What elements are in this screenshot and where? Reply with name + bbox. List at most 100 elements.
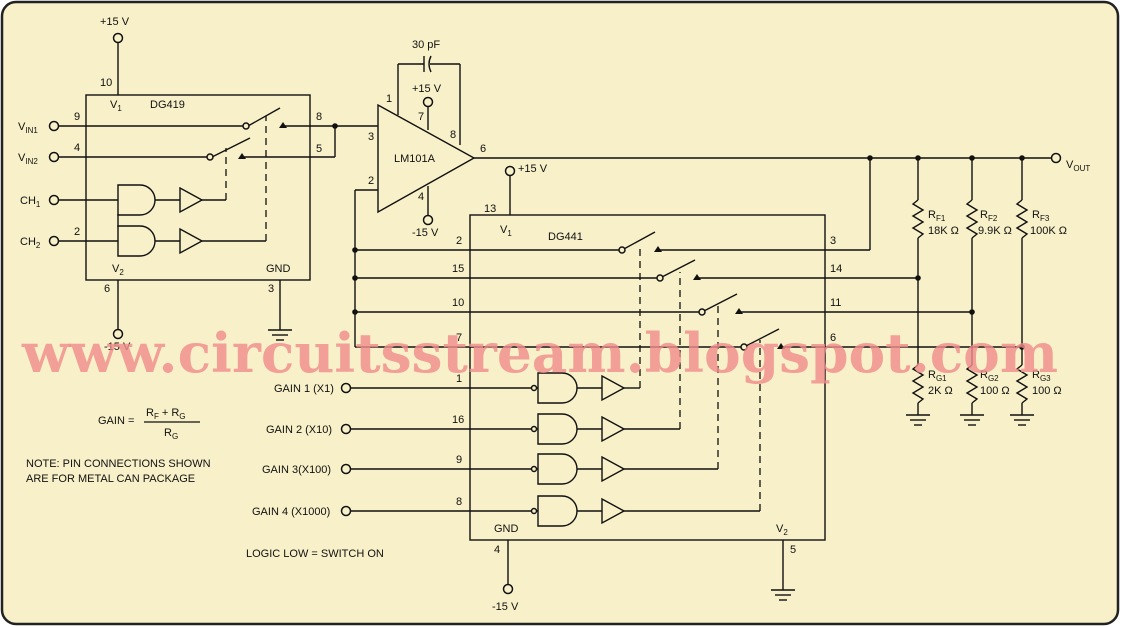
terminal-opamp-vminus bbox=[422, 214, 434, 226]
pin-dg419-2: 2 bbox=[74, 226, 80, 238]
terminal-ch2 bbox=[48, 235, 60, 247]
label-vin2: VIN2 bbox=[18, 152, 38, 166]
label-rf3-val: 100K Ω bbox=[1030, 225, 1067, 237]
pin-op-3: 3 bbox=[368, 131, 374, 143]
pin-dg419-9: 9 bbox=[74, 111, 80, 123]
terminal-gain2 bbox=[340, 423, 352, 435]
pin-op-8: 8 bbox=[450, 129, 456, 141]
dg441-actuators bbox=[639, 245, 761, 511]
terminal-gain3 bbox=[340, 463, 352, 475]
pin-dg441-7: 7 bbox=[456, 332, 462, 344]
label-rg1-val: 2K Ω bbox=[928, 385, 953, 397]
terminal-dg441-vplus bbox=[504, 165, 516, 177]
terminal-vin2 bbox=[48, 151, 60, 163]
label-rg2-val: 100 Ω bbox=[980, 385, 1010, 397]
pin-dg441-6: 6 bbox=[830, 332, 836, 344]
label-dg419-gnd: GND bbox=[266, 263, 291, 275]
label-gain2: GAIN 2 (X10) bbox=[266, 424, 332, 436]
junctions bbox=[238, 122, 1025, 350]
pin-dg441-14: 14 bbox=[830, 263, 842, 275]
label-vminus-left: -15 V bbox=[104, 341, 131, 353]
formula-denominator: RG bbox=[164, 427, 178, 441]
terminal-gain1 bbox=[340, 382, 352, 394]
logic-note: LOGIC LOW = SWITCH ON bbox=[246, 548, 384, 560]
pin-dg441-2: 2 bbox=[456, 235, 462, 247]
pin-dg441-13: 13 bbox=[484, 203, 496, 215]
label-gain3: GAIN 3(X100) bbox=[262, 464, 331, 476]
pin-dg419-8: 8 bbox=[316, 111, 322, 123]
pin-op-1: 1 bbox=[386, 93, 392, 105]
watermark-text: www.circuitsstream.blogspot.com bbox=[21, 321, 1058, 385]
dg419-actuators bbox=[225, 116, 267, 241]
label-rf2-val: 9.9K Ω bbox=[978, 225, 1012, 237]
pin-op-6: 6 bbox=[480, 143, 486, 155]
label-vout: VOUT bbox=[1066, 159, 1090, 173]
lm101a-opamp bbox=[377, 103, 476, 214]
pin-dg441-8: 8 bbox=[456, 496, 462, 508]
terminal-ch1 bbox=[48, 194, 60, 206]
dg441-chip bbox=[469, 214, 826, 541]
pin-dg441-4: 4 bbox=[494, 544, 500, 556]
note-line2: ARE FOR METAL CAN PACKAGE bbox=[26, 473, 195, 485]
pin-dg441-16: 16 bbox=[452, 414, 464, 426]
label-rg3: RG3 bbox=[1032, 369, 1051, 383]
pin-dg441-10: 10 bbox=[452, 297, 464, 309]
pin-dg419-4: 4 bbox=[74, 142, 80, 154]
label-ch1: CH1 bbox=[20, 195, 41, 209]
label-rf1: RF1 bbox=[928, 209, 946, 223]
label-dg419-v2: V2 bbox=[112, 263, 124, 277]
pin-dg441-11: 11 bbox=[830, 297, 841, 309]
label-cap: 30 pF bbox=[412, 39, 440, 51]
label-opamp-vplus: +15 V bbox=[412, 83, 442, 95]
wiring-2 bbox=[335, 55, 1052, 601]
pin-dg419-6: 6 bbox=[104, 283, 110, 295]
pin-dg441-15: 15 bbox=[452, 263, 464, 275]
wiring bbox=[58, 42, 336, 341]
label-dg441-gnd: GND bbox=[494, 523, 519, 535]
terminal-vminus-bottom bbox=[502, 583, 514, 595]
label-rf3: RF3 bbox=[1032, 209, 1050, 223]
terminal-vin1 bbox=[48, 120, 60, 132]
pin-op-7: 7 bbox=[418, 111, 424, 123]
terminal-vplus-top bbox=[112, 32, 124, 44]
formula-numerator: RF+ RG bbox=[146, 407, 186, 421]
label-gain1: GAIN 1 (X1) bbox=[274, 383, 334, 395]
label-dg441-name: DG441 bbox=[548, 231, 583, 243]
label-dg441-v2: V2 bbox=[776, 523, 788, 537]
pin-dg419-5: 5 bbox=[316, 143, 322, 155]
terminals bbox=[48, 32, 1062, 595]
pin-dg441-5: 5 bbox=[790, 544, 796, 556]
label-vplus-top: +15 V bbox=[100, 16, 130, 28]
label-dg441-v1: V1 bbox=[500, 224, 512, 238]
label-rg3-val: 100 Ω bbox=[1032, 385, 1062, 397]
label-vin1: VIN1 bbox=[18, 121, 38, 135]
terminal-vout bbox=[1050, 152, 1062, 164]
label-ch2: CH2 bbox=[20, 236, 41, 250]
label-dg441-vplus: +15 V bbox=[518, 163, 548, 175]
note-line1: NOTE: PIN CONNECTIONS SHOWN bbox=[26, 458, 211, 470]
label-gain4: GAIN 4 (X1000) bbox=[252, 506, 330, 518]
pin-dg441-9: 9 bbox=[456, 454, 462, 466]
label-dg419-v1: V1 bbox=[110, 99, 122, 113]
pin-dg419-3: 3 bbox=[268, 283, 274, 295]
label-opamp-vminus: -15 V bbox=[412, 227, 439, 239]
dg419-chip bbox=[85, 94, 311, 281]
label-vminus-bottom: -15 V bbox=[492, 601, 519, 613]
pin-dg419-10: 10 bbox=[100, 77, 112, 89]
formula-lhs: GAIN = bbox=[98, 415, 134, 427]
label-dg419-name: DG419 bbox=[150, 99, 185, 111]
terminal-opamp-vplus bbox=[422, 96, 434, 108]
pin-dg441-1: 1 bbox=[456, 373, 462, 385]
terminal-vminus-left bbox=[112, 328, 124, 340]
label-opamp-name: LM101A bbox=[394, 153, 436, 165]
pin-op-2: 2 bbox=[368, 175, 374, 187]
pin-dg441-3: 3 bbox=[830, 235, 836, 247]
pin-op-4: 4 bbox=[418, 191, 424, 203]
label-rg1: RG1 bbox=[928, 369, 947, 383]
label-rf1-val: 18K Ω bbox=[928, 225, 959, 237]
label-rf2: RF2 bbox=[980, 209, 998, 223]
label-rg2: RG2 bbox=[980, 369, 999, 383]
terminal-gain4 bbox=[340, 505, 352, 517]
